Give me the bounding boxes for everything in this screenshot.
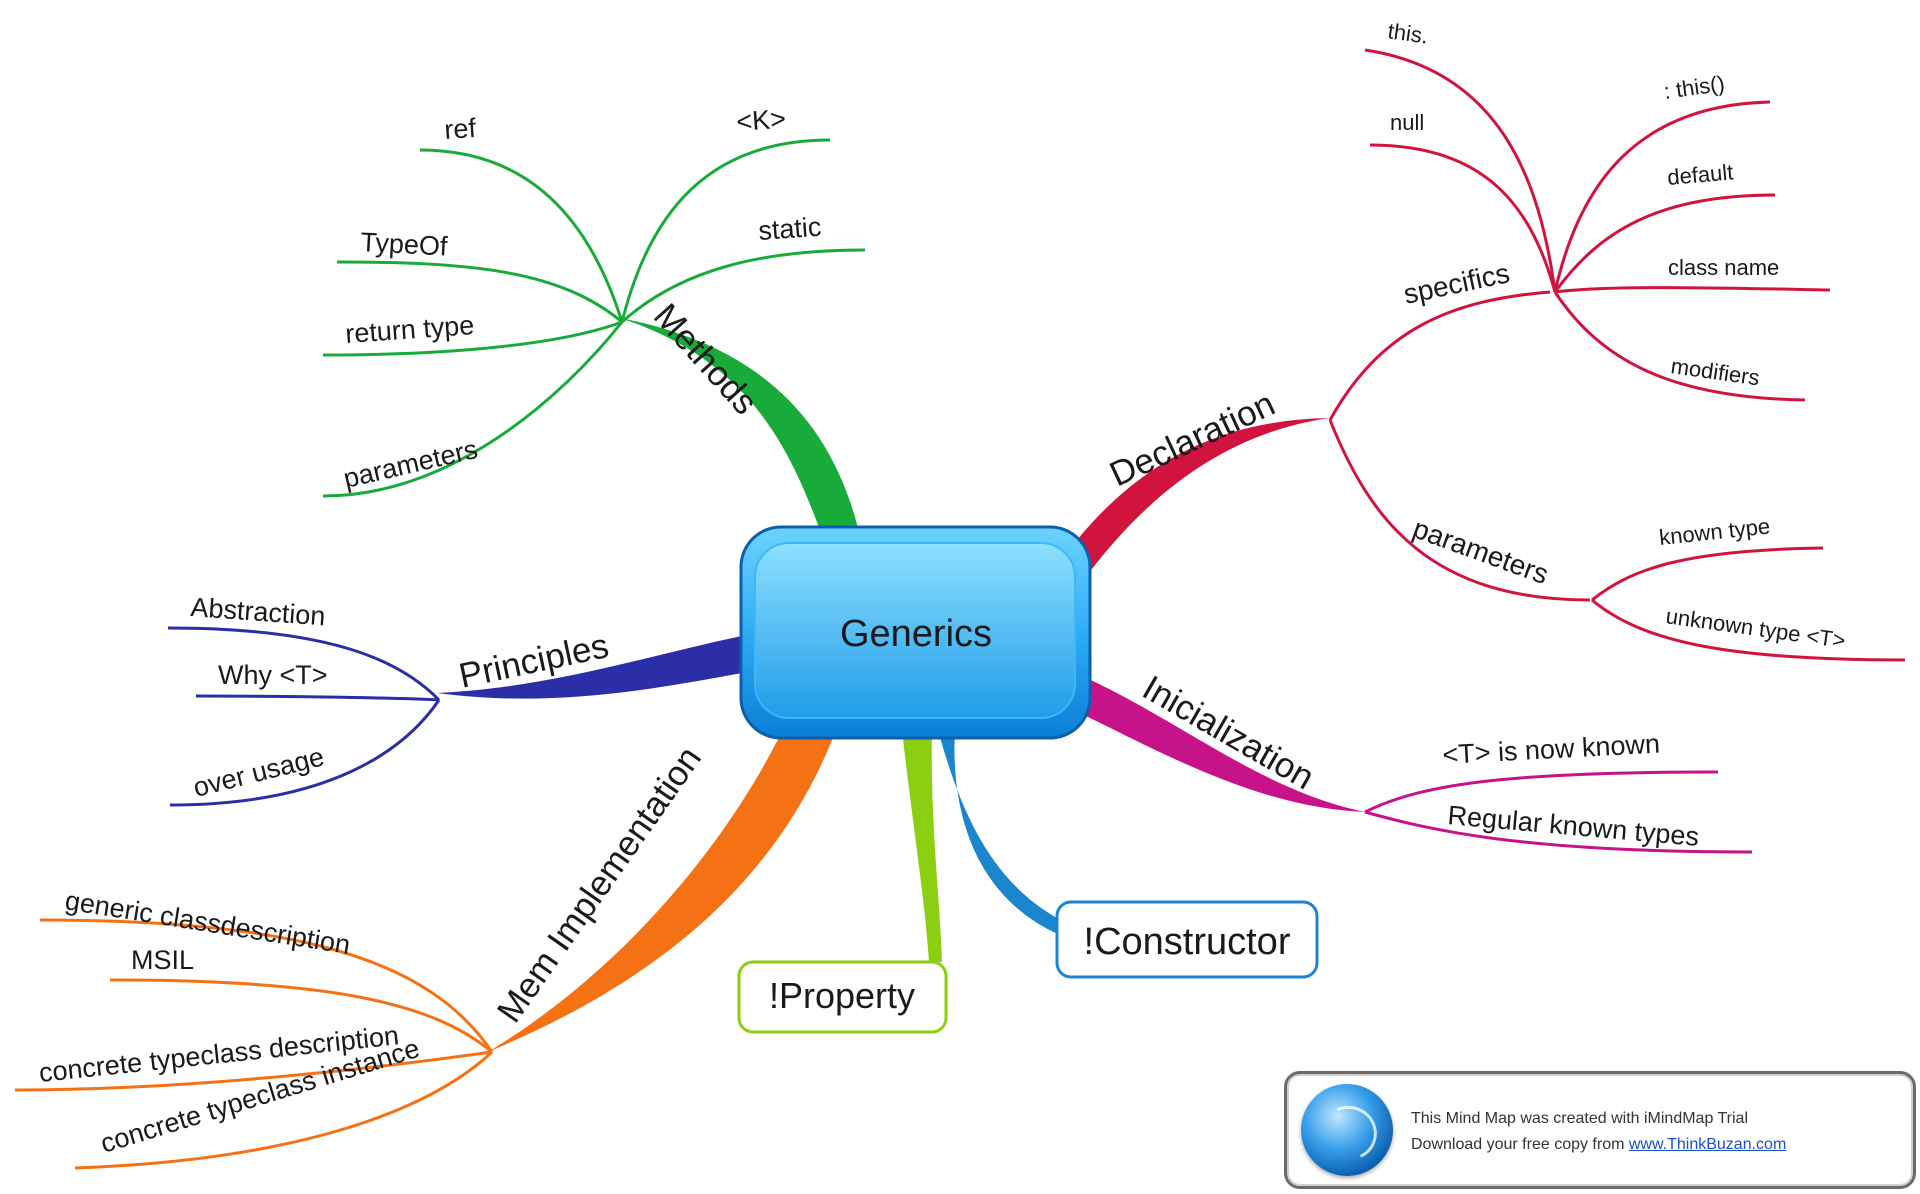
declaration-label[interactable]: Declaration [1104,384,1281,494]
methods-child-k[interactable]: <K> [735,104,787,137]
initialization-sub-links [1364,770,1753,854]
branch-declaration: Declaration specifics parameters this. :… [1065,18,1906,662]
branch-initialization: Inicialization <T> is now known Regular … [1078,668,1753,854]
principles-child-over-usage[interactable]: over usage [190,741,327,802]
declaration-specifics-label[interactable]: specifics [1401,257,1512,310]
methods-sub-links [322,138,866,498]
mem-child-generic-classdescription[interactable]: generic classdescription [63,885,352,960]
methods-child-ref[interactable]: ref [443,113,477,145]
principles-child-why-t[interactable]: Why <T> [218,660,328,690]
constructor-label[interactable]: !Constructor [1084,921,1291,963]
declaration-sub-links [1328,48,1906,662]
methods-child-static[interactable]: static [757,212,822,246]
central-node-label[interactable]: Generics [840,613,992,655]
branch-mem-implementation: Mem Implementation generic classdescript… [14,725,838,1170]
specifics-child-default[interactable]: default [1666,159,1734,190]
trial-notice-line1: This Mind Map was created with iMindMap … [1411,1110,1749,1127]
branch-methods: Methods ref <K> static TypeOf return typ… [322,104,866,530]
constructor-main-branch [938,730,1060,935]
methods-child-typeof[interactable]: TypeOf [360,227,449,262]
branch-constructor: !Constructor [938,730,1319,979]
methods-label[interactable]: Methods [646,296,765,422]
initialization-main-branch [1078,675,1365,812]
central-node-inner [754,542,1076,719]
trial-notice-line2: Download your free copy from www.ThinkBu… [1411,1136,1786,1154]
methods-child-parameters[interactable]: parameters [341,434,481,494]
specifics-child-null[interactable]: null [1390,110,1424,135]
branch-property: !Property [737,730,948,1034]
specifics-child-this-call[interactable]: : this() [1662,71,1726,104]
trial-notice-prefix: Download your free copy from [1411,1136,1629,1153]
thinkbuzan-link[interactable]: www.ThinkBuzan.com [1628,1136,1787,1153]
principles-main-branch [437,636,742,699]
specifics-child-this-dot[interactable]: this. [1386,18,1429,48]
principles-child-abstraction[interactable]: Abstraction [190,592,327,631]
property-node-box[interactable] [737,960,948,1034]
mem-implementation-sub-links [14,918,494,1170]
constructor-node-box[interactable] [1055,900,1319,979]
initialization-child-regular-types[interactable]: Regular known types [1446,800,1700,852]
property-main-branch [902,730,942,962]
methods-main-branch [620,318,858,530]
methods-child-return-type[interactable]: return type [344,310,475,349]
parameters-child-known-type[interactable]: known type [1658,513,1771,549]
mem-implementation-main-branch [488,725,838,1052]
mem-child-msil[interactable]: MSIL [131,945,194,975]
declaration-main-branch [1065,418,1330,582]
initialization-child-now-known[interactable]: <T> is now known [1442,729,1661,770]
parameters-child-unknown-type[interactable]: unknown type <T> [1664,603,1847,653]
specifics-child-class-name[interactable]: class name [1668,255,1779,280]
declaration-parameters-label[interactable]: parameters [1409,513,1553,591]
trial-notice-panel: This Mind Map was created with iMindMap … [1284,1071,1916,1189]
principles-sub-links [167,626,441,807]
property-label[interactable]: !Property [769,975,915,1016]
imindmap-logo-icon [1301,1084,1393,1176]
central-node[interactable]: Generics [739,525,1092,740]
